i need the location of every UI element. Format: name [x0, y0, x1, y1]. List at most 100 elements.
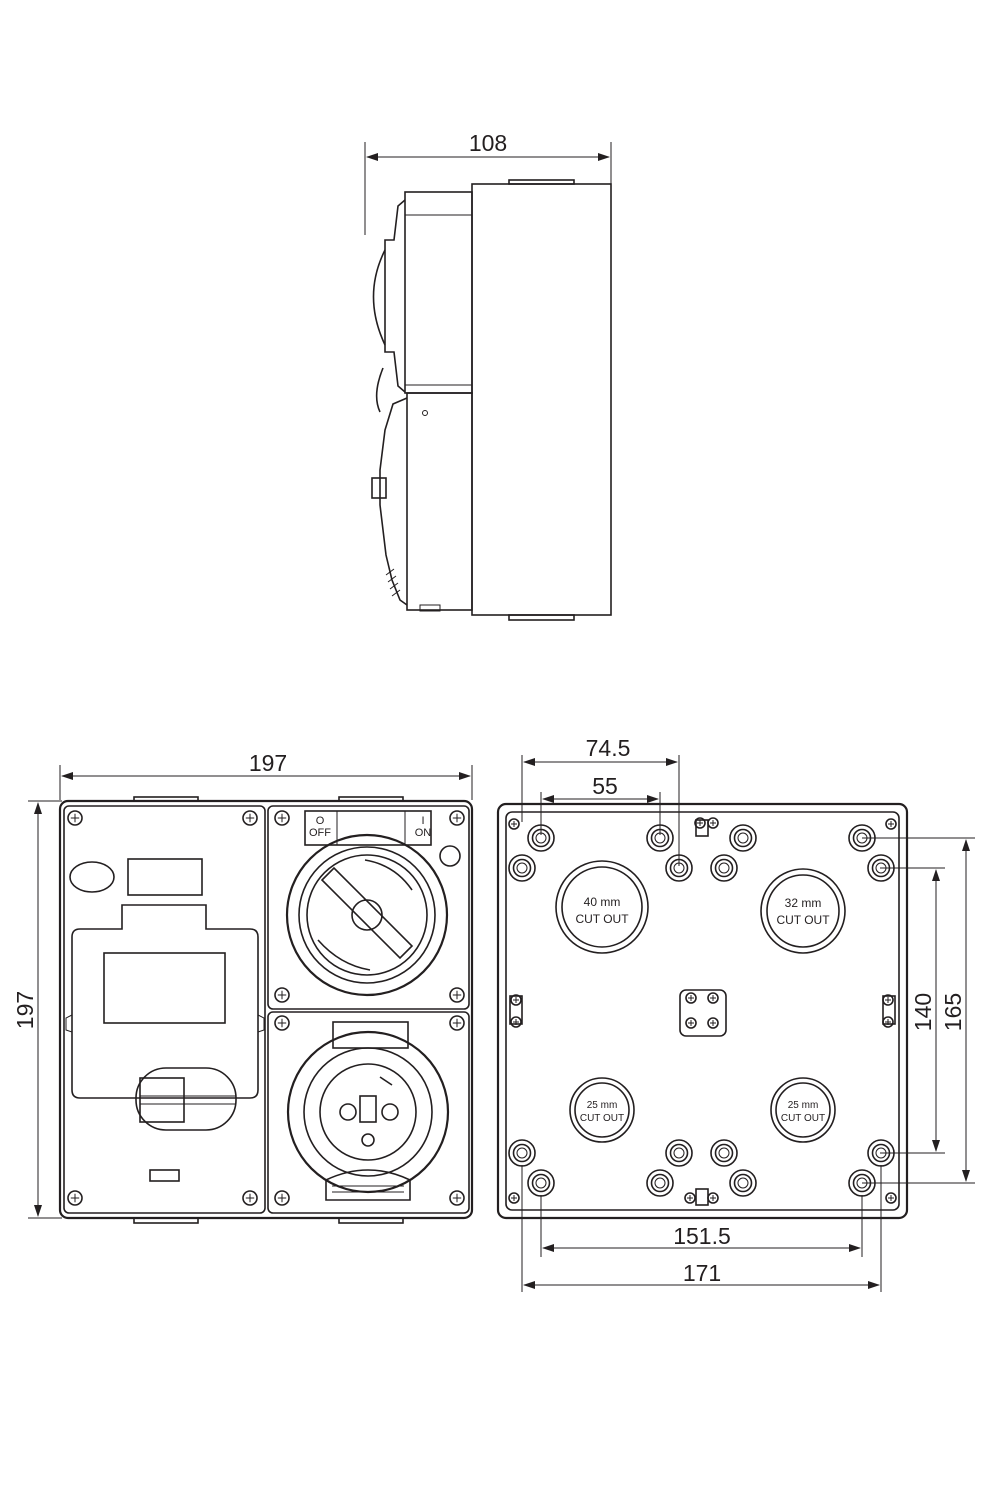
back-screw-icon	[707, 817, 719, 829]
back-screw-icon	[508, 1192, 520, 1204]
cutout-40mm-size: 40 mm	[584, 895, 621, 909]
switch-panel	[267, 805, 470, 1010]
dim-165-label: 165	[940, 993, 966, 1031]
side-clip	[371, 477, 387, 499]
side-bottom-foot	[419, 604, 441, 612]
mounting-boss	[848, 1169, 876, 1197]
back-screw-icon	[885, 1192, 897, 1204]
rcd-label-window	[127, 858, 203, 896]
front-bottom-tab-left	[133, 1217, 199, 1224]
switch-on-symbol: I	[421, 815, 424, 827]
front-screw-icon	[274, 810, 290, 826]
back-view: 74.5 55 140 165 151.5 171 40 mm CUT OUT	[496, 735, 975, 1292]
cutout-40mm-text: CUT OUT	[575, 912, 629, 926]
back-screw-icon	[694, 817, 706, 829]
rcd-display-window	[103, 952, 226, 1024]
front-view: 197 197 O OFF I ON	[12, 750, 474, 1224]
dim-171-label: 171	[683, 1260, 721, 1286]
cutout-25mm-right-outer	[770, 1077, 836, 1143]
side-top-tab	[508, 179, 575, 185]
switch-dial	[306, 854, 428, 976]
side-main-body	[471, 183, 612, 616]
rcd-cover-hinges	[65, 1014, 265, 1033]
back-screw-icon	[707, 992, 719, 1004]
mounting-boss	[508, 854, 536, 882]
front-screw-icon	[274, 1015, 290, 1031]
rcd-test-button	[69, 861, 115, 893]
mounting-boss	[665, 1139, 693, 1167]
rcd-slot	[149, 1169, 180, 1182]
front-top-tab-left	[133, 796, 199, 802]
back-screw-icon	[684, 1192, 696, 1204]
side-switch-knob	[372, 249, 386, 346]
front-screw-icon	[274, 987, 290, 1003]
back-inner-frame	[505, 811, 900, 1211]
switch-off-label: OFF	[309, 827, 331, 839]
mounting-boss	[665, 854, 693, 882]
dim-140-label: 140	[910, 993, 936, 1031]
front-screw-icon	[274, 1190, 290, 1206]
side-screw-dot	[422, 410, 428, 416]
back-right-clip	[882, 995, 896, 1025]
dim-55-label: 55	[592, 773, 618, 799]
switch-indicator-lamp	[439, 845, 461, 867]
back-screw-icon	[885, 818, 897, 830]
rcd-window-cover	[71, 904, 259, 1099]
cutout-32mm-outer	[760, 868, 846, 954]
back-screw-icon	[510, 1016, 522, 1028]
switch-handle-grips	[317, 859, 413, 971]
side-view: 108	[364, 130, 612, 621]
switch-label-strip	[304, 810, 432, 846]
cutout-25mm-left-outer	[569, 1077, 635, 1143]
front-screw-icon	[449, 1015, 465, 1031]
socket-lid-latch	[325, 1169, 411, 1201]
cutout-25mm-left-inner	[574, 1082, 630, 1138]
rcd-panel	[63, 805, 266, 1214]
socket-panel	[267, 1011, 470, 1214]
back-outer-frame	[496, 802, 909, 1220]
mounting-boss	[646, 1169, 674, 1197]
mounting-boss	[729, 1169, 757, 1197]
switch-on-label: ON	[415, 827, 432, 839]
cutout-32mm-size: 32 mm	[785, 896, 822, 910]
front-screw-icon	[449, 987, 465, 1003]
socket-pin-earth	[361, 1133, 375, 1147]
back-screw-icon	[510, 994, 522, 1006]
dim-197w-label: 197	[249, 750, 287, 776]
dim-745-label: 74.5	[586, 735, 631, 761]
cutout-25mm-left-size: 25 mm	[587, 1100, 618, 1111]
mounting-boss	[729, 824, 757, 852]
back-top-clip	[695, 819, 709, 837]
switch-outer-ring	[285, 833, 449, 997]
socket-face	[319, 1063, 417, 1161]
cutout-40mm-inner	[561, 866, 643, 948]
socket-key	[359, 1095, 377, 1123]
side-grip-lines	[385, 568, 401, 597]
side-upper-lid	[404, 191, 473, 394]
cutout-25mm-right-size: 25 mm	[788, 1100, 819, 1111]
cutout-25mm-left-text: CUT OUT	[580, 1113, 624, 1124]
dim-1515-label: 151.5	[673, 1223, 731, 1249]
socket-flap-ring	[303, 1047, 433, 1177]
front-outer-frame	[58, 799, 474, 1220]
rcd-toggle-lever	[139, 1077, 185, 1123]
mounting-boss	[710, 854, 738, 882]
rcd-toggle-body	[135, 1067, 237, 1131]
back-screw-icon	[685, 992, 697, 1004]
cutout-32mm-text: CUT OUT	[776, 913, 830, 927]
back-screw-icon	[882, 1016, 894, 1028]
mounting-boss	[508, 1139, 536, 1167]
back-screw-icon	[707, 1017, 719, 1029]
socket-pin-right	[381, 1103, 399, 1121]
side-switch-profile	[384, 199, 406, 393]
back-screw-icon	[508, 818, 520, 830]
mounting-boss	[527, 1169, 555, 1197]
back-screw-icon	[882, 994, 894, 1006]
mounting-boss	[710, 1139, 738, 1167]
socket-outer-ring	[286, 1030, 450, 1194]
cutout-25mm-right-inner	[775, 1082, 831, 1138]
mounting-boss	[867, 1139, 895, 1167]
cutout-25mm-right-text: CUT OUT	[781, 1113, 825, 1124]
back-center-plate	[679, 989, 727, 1037]
front-screw-icon	[67, 1190, 83, 1206]
